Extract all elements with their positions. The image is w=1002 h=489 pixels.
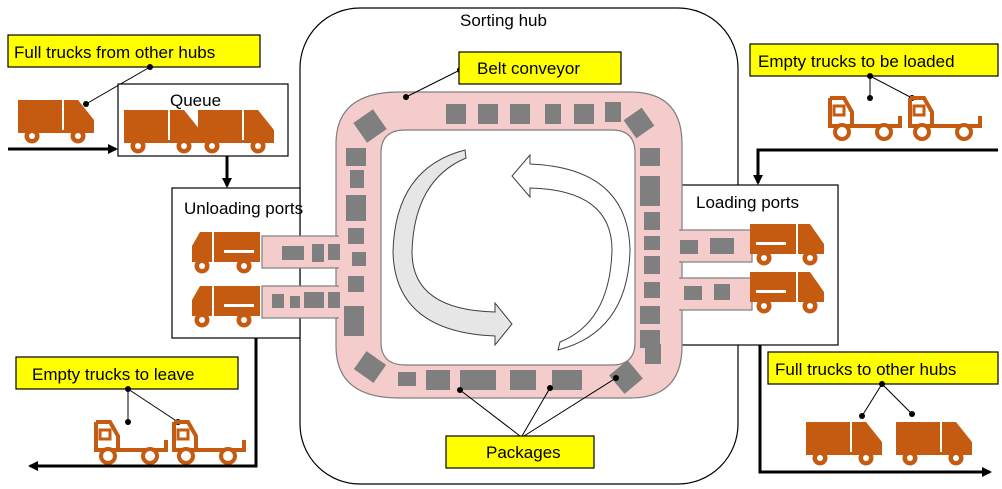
incoming-empty-arrow [753,148,998,185]
package [510,370,536,390]
package [348,228,364,244]
package [282,246,304,260]
package [545,104,561,124]
package [644,282,660,298]
package [640,330,660,348]
package [510,104,530,124]
package [574,104,594,124]
empty-trucks-leave-label: Empty trucks to leave [32,365,195,384]
packages-label: Packages [486,443,561,462]
package [426,370,450,390]
rotation-arrow-right [511,153,631,351]
package [328,292,340,308]
package [710,238,734,254]
full-trucks-to-label: Full trucks to other hubs [775,360,956,379]
empty-trucks-loaded-callout [749,43,999,77]
package [640,176,660,206]
full-trucks-from-label: Full trucks from other hubs [14,43,215,62]
package [714,284,730,300]
package [640,148,660,166]
package [352,252,366,266]
outgoing-full-truck-2 [896,422,972,466]
sorting-hub-label: Sorting hub [460,11,547,30]
package [460,370,496,390]
package [304,292,324,308]
empty-trucks-loaded-label: Empty trucks to be loaded [758,52,955,71]
package [644,212,660,230]
leaving-empty-truck-2 [172,420,246,465]
package [272,294,284,308]
package [350,170,364,188]
belt-conveyor-label: Belt conveyor [477,59,580,78]
package [328,244,340,260]
package [645,344,661,364]
waiting-empty-truck-2 [908,96,982,141]
belt-conveyor-callout [458,51,622,85]
packages-group [272,102,734,394]
package [353,351,387,383]
package [644,256,660,274]
package [353,109,387,143]
leaving-empty-truck-1 [94,420,168,465]
package [446,104,466,124]
packages-callout [445,435,595,469]
package [605,102,621,122]
package [344,306,364,336]
package [609,360,643,394]
package [644,236,660,250]
outgoing-full-truck-1 [806,422,882,466]
rotation-arrow-left [392,149,513,347]
package [346,195,366,221]
waiting-empty-truck-1 [828,96,902,141]
package [346,148,366,166]
outgoing-empty-arrow [28,338,258,471]
queue-label: Queue [170,91,221,110]
loading-ports-label: Loading ports [696,193,799,212]
package [623,107,655,139]
empty-trucks-leave-callout [15,356,239,390]
package [348,276,364,292]
incoming-full-truck [18,100,94,144]
full-trucks-from-callout [7,34,261,68]
package [290,296,300,308]
package [552,370,582,390]
rotation-arrows [392,149,631,351]
outgoing-full-arrow [758,345,992,477]
package [398,372,416,386]
package [478,104,498,124]
package [640,306,660,324]
package [680,240,698,254]
package [312,244,324,262]
package [684,286,702,300]
unloading-ports-label: Unloading ports [184,199,303,218]
